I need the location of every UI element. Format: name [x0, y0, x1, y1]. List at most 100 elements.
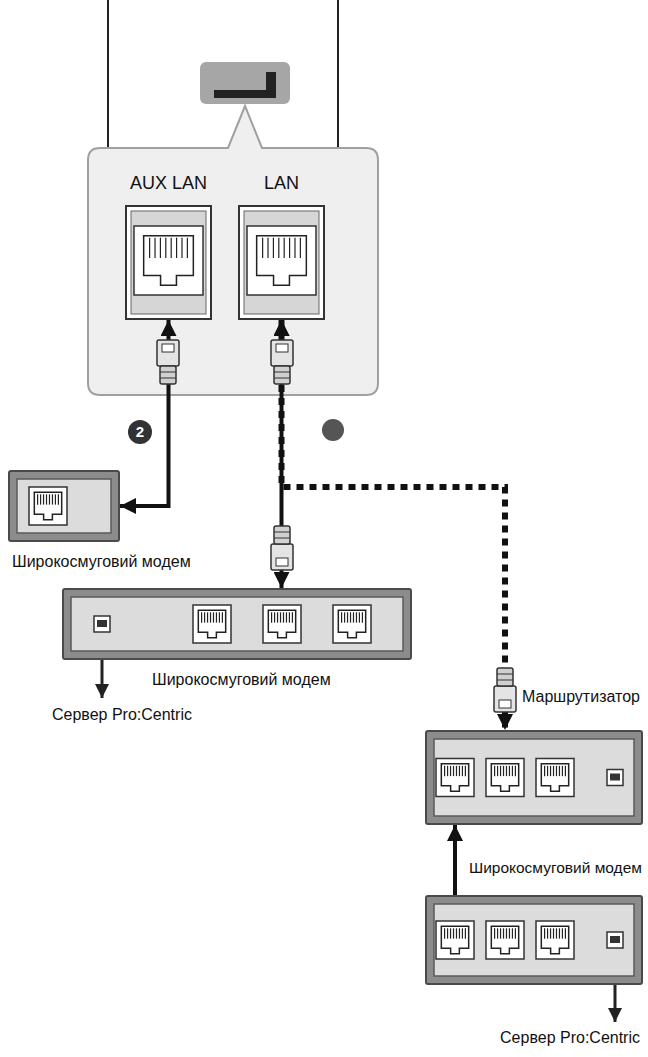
socket-pin — [294, 238, 295, 258]
phone-port — [607, 932, 623, 948]
socket-pin — [171, 238, 172, 258]
socket-pin — [506, 766, 507, 776]
port-frame — [134, 226, 203, 295]
phone-port-socket — [610, 774, 620, 781]
server-label: Сервер Pro:Centric — [500, 1028, 640, 1047]
socket-pin — [559, 928, 560, 938]
socket-pin — [292, 612, 293, 622]
port-frame — [436, 921, 474, 959]
socket-pin — [43, 494, 44, 504]
socket-pin — [459, 766, 460, 776]
diagram-part — [193, 605, 231, 643]
port-frame — [486, 921, 524, 959]
rj45-socket — [34, 492, 61, 519]
device-face — [434, 904, 634, 976]
socket-pin — [515, 928, 516, 938]
socket-pin — [553, 766, 554, 776]
socket-pin — [181, 238, 182, 258]
socket-pin — [277, 612, 278, 622]
socket-pin — [40, 494, 41, 504]
socket-pin — [204, 612, 205, 622]
socket-pin — [453, 928, 454, 938]
port-frame — [193, 605, 231, 643]
socket-pin — [453, 766, 454, 776]
socket-pin — [515, 766, 516, 776]
socket-pin — [37, 494, 38, 504]
rj45-socket — [144, 236, 194, 286]
cable-plug — [271, 340, 293, 384]
phone-port — [607, 770, 623, 786]
device-face — [71, 597, 403, 651]
port-bezel — [131, 211, 206, 314]
socket-pin — [462, 928, 463, 938]
router-box: Маршрутизатор — [425, 730, 643, 825]
port-frame — [536, 921, 574, 959]
socket-pin — [222, 612, 223, 622]
socket-pin — [503, 766, 504, 776]
socket-pin — [562, 766, 563, 776]
socket-pin — [289, 612, 290, 622]
socket-pin — [556, 766, 557, 776]
socket-pin — [201, 612, 202, 622]
socket-pin — [362, 612, 363, 622]
socket-pin — [444, 766, 445, 776]
port-bezel — [244, 211, 319, 314]
socket-pin — [262, 238, 263, 258]
modem-box: Широкосмуговий модем — [425, 895, 643, 985]
socket-pin — [149, 238, 150, 258]
socket-pin — [456, 766, 457, 776]
socket-pin — [497, 928, 498, 938]
device-label: Широкосмуговий модем — [469, 859, 642, 878]
port-frame — [486, 759, 524, 797]
cable-plug — [157, 340, 179, 384]
diagram-part — [486, 759, 524, 797]
socket-pin — [267, 238, 268, 258]
lan-port: LAN — [238, 205, 325, 320]
rj45-socket — [198, 610, 225, 637]
modem-box: Широкосмуговий модем — [8, 470, 120, 542]
rj45-socket — [441, 764, 468, 791]
socket-pin — [565, 928, 566, 938]
port-frame — [247, 226, 316, 295]
socket-pin — [273, 238, 274, 258]
callout-number: 2 — [128, 420, 152, 444]
socket-pin — [450, 766, 451, 776]
socket-pin — [271, 612, 272, 622]
socket-pin — [509, 928, 510, 938]
diagram-part — [263, 605, 301, 643]
rj45-socket — [268, 610, 295, 637]
device-panel — [427, 732, 641, 823]
device-face — [17, 479, 111, 533]
phone-port-socket — [610, 936, 620, 943]
lan-cable — [453, 825, 457, 895]
phone-port-socket — [97, 620, 107, 627]
socket-pin — [559, 766, 560, 776]
port-label: LAN — [264, 173, 299, 195]
device-label: Широкосмуговий модем — [12, 552, 191, 571]
socket-pin — [274, 612, 275, 622]
socket-pin — [187, 238, 188, 258]
socket-pin — [450, 928, 451, 938]
port-area-mark — [214, 72, 276, 98]
diagram-part — [436, 921, 474, 959]
socket-pin — [465, 766, 466, 776]
rj45-socket — [257, 236, 307, 286]
socket-pin — [58, 494, 59, 504]
socket-pin — [547, 766, 548, 776]
socket-pin — [444, 928, 445, 938]
socket-pin — [160, 238, 161, 258]
socket-pin — [300, 238, 301, 258]
diagram-part — [134, 226, 203, 295]
port-frame — [29, 487, 67, 525]
device-panel — [64, 590, 410, 658]
diagram-part — [486, 921, 524, 959]
socket-pin — [509, 766, 510, 776]
port-label: AUX LAN — [130, 173, 207, 195]
socket-pin — [544, 928, 545, 938]
socket-pin — [207, 612, 208, 622]
cable-plug — [494, 668, 516, 712]
port-area-icon — [200, 62, 290, 104]
socket-pin — [52, 494, 53, 504]
tv-back-panel — [108, 0, 338, 158]
